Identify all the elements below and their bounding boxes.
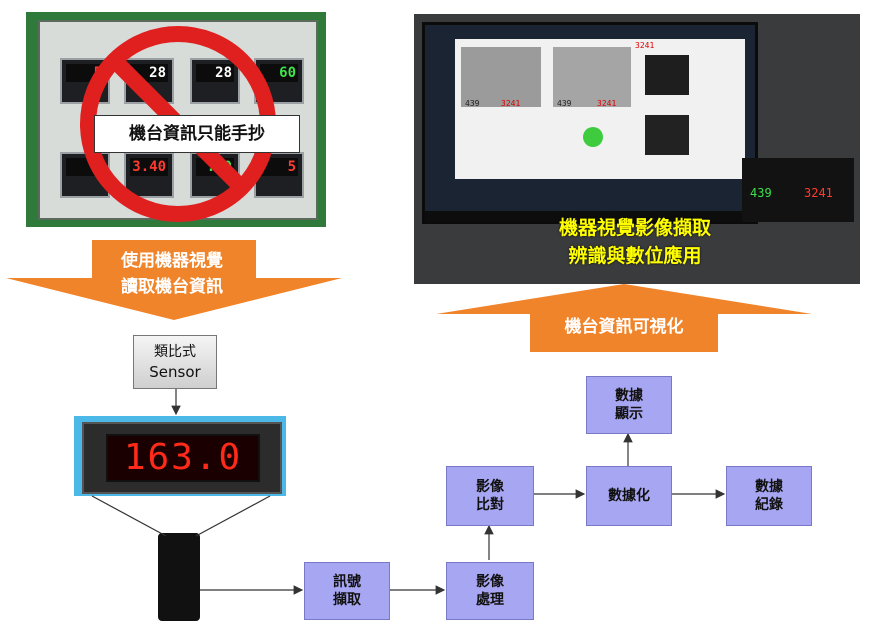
node-signal-capture: 訊號 擷取 (304, 562, 390, 620)
use-vision-line1: 使用機器視覺 (121, 251, 223, 271)
panel-meter: 439 3241 (742, 158, 854, 222)
app-reading-d: 3241 (597, 99, 617, 108)
visualize-arrow (436, 284, 812, 352)
reading: 5 (260, 158, 298, 176)
use-vision-line2: 讀取機台資訊 (121, 277, 223, 297)
status-indicator-icon (583, 127, 603, 147)
waveform-plot (645, 55, 689, 95)
meter-green-reading: 439 (750, 186, 772, 200)
app-reading-a: 439 (465, 99, 480, 108)
lcd-display-frame: 163.0 (74, 416, 286, 496)
monitor-photo: 439 3241 439 3241 3241 439 3241 (414, 14, 860, 284)
node-data-display: 數據 顯示 (586, 376, 672, 434)
node-image-comparison: 影像 比對 (446, 466, 534, 526)
vision-capture-line1: 機器視覺影像擷取 (558, 217, 711, 239)
no-handwrite-label: 機台資訊只能手抄 (94, 115, 300, 153)
plot-2 (645, 115, 689, 155)
app-reading-e: 3241 (635, 41, 655, 50)
vision-capture-caption: 機器視覺影像擷取 辨識與數位應用 (470, 214, 800, 270)
lcd-meter: 163.0 (82, 422, 282, 494)
sensor-line2: Sensor (149, 363, 201, 381)
node-image-processing: 影像 處理 (446, 562, 534, 620)
control-panel-photo: 5 28 28 60 5 3.40 :00 5 機台資訊只能手抄 (26, 12, 326, 227)
vision-capture-line2: 辨識與數位應用 (568, 245, 702, 267)
vision-app-window: 439 3241 439 3241 3241 (455, 39, 745, 179)
app-reading-c: 439 (557, 99, 572, 108)
monitor-screen: 439 3241 439 3241 3241 (422, 22, 758, 224)
preview-2 (553, 47, 631, 107)
analog-sensor-box: 類比式 Sensor (133, 335, 217, 389)
meter-red-reading: 3241 (804, 186, 833, 200)
sensor-line1: 類比式 (154, 344, 196, 360)
camera-icon (158, 533, 200, 621)
lcd-reading: 163.0 (106, 434, 260, 482)
node-digitize: 數據化 (586, 466, 672, 526)
use-vision-arrow (6, 240, 342, 320)
reading: 60 (260, 64, 298, 82)
node-data-record: 數據 紀錄 (726, 466, 812, 526)
visualize-label: 機台資訊可視化 (564, 317, 684, 337)
app-reading-b: 3241 (501, 99, 521, 108)
taskbar (425, 211, 755, 221)
preview-1 (461, 47, 541, 107)
